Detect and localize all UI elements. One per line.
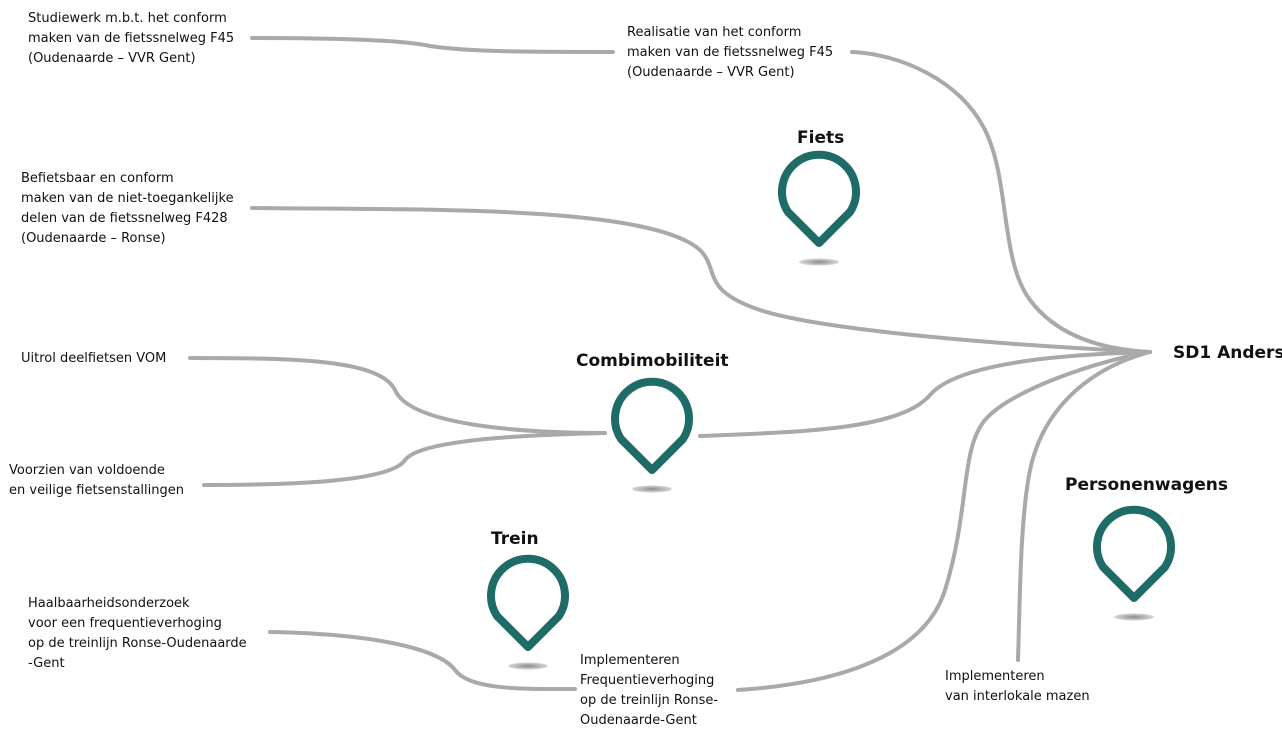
category-fiets-title: Fiets <box>797 128 845 148</box>
connector-f428-to-goal <box>250 206 1152 354</box>
pin-shadow <box>508 662 548 670</box>
map-pin-icon <box>1093 505 1175 602</box>
goal-label: SD1 Anders <box>1173 343 1282 363</box>
pin-shadow <box>799 258 839 266</box>
pin-shadow <box>632 485 672 493</box>
pin-combimobiliteit <box>611 377 693 493</box>
action-befietsbaar-f428: Befietsbaar en conform maken van de niet… <box>21 171 234 246</box>
connector-uitrol-to-combi <box>188 356 607 435</box>
pin-shadow <box>1114 613 1154 621</box>
connector-realisatie-to-goal <box>850 50 1152 354</box>
map-pin-icon <box>778 150 860 247</box>
category-trein-title: Trein <box>491 529 539 549</box>
action-studiewerk-f45: Studiewerk m.b.t. het conform maken van … <box>28 11 235 66</box>
pin-personenwagens <box>1093 505 1175 621</box>
action-fietsenstallingen: Voorzien van voldoende en veilige fietse… <box>9 463 184 498</box>
action-haalbaarheidsonderzoek: Haalbaarheidsonderzoek voor een frequent… <box>28 596 247 671</box>
connector-haalbaarheid-to-implementeren <box>268 630 577 692</box>
category-personenwagens-title: Personenwagens <box>1065 475 1229 495</box>
action-realisatie-f45: Realisatie van het conform maken van de … <box>627 25 834 80</box>
connector-interlokale-to-goal <box>1016 350 1152 662</box>
connector-implementeren-to-goal <box>736 350 1152 692</box>
map-pin-icon <box>487 554 569 651</box>
pin-fiets <box>778 150 860 266</box>
connector-studiewerk-to-realisatie <box>250 36 615 54</box>
pin-trein <box>487 554 569 670</box>
map-pin-icon <box>611 377 693 474</box>
connector-stalling-to-combi <box>202 431 607 487</box>
category-combimobiliteit-title: Combimobiliteit <box>576 351 729 371</box>
action-uitrol-deelfietsen: Uitrol deelfietsen VOM <box>21 351 167 366</box>
action-implementeren-frequentie: Implementeren Frequentieverhoging op de … <box>580 653 719 728</box>
connector-combi-to-goal <box>698 350 1152 438</box>
action-interlokale-mazen: Implementeren van interlokale mazen <box>945 669 1090 704</box>
